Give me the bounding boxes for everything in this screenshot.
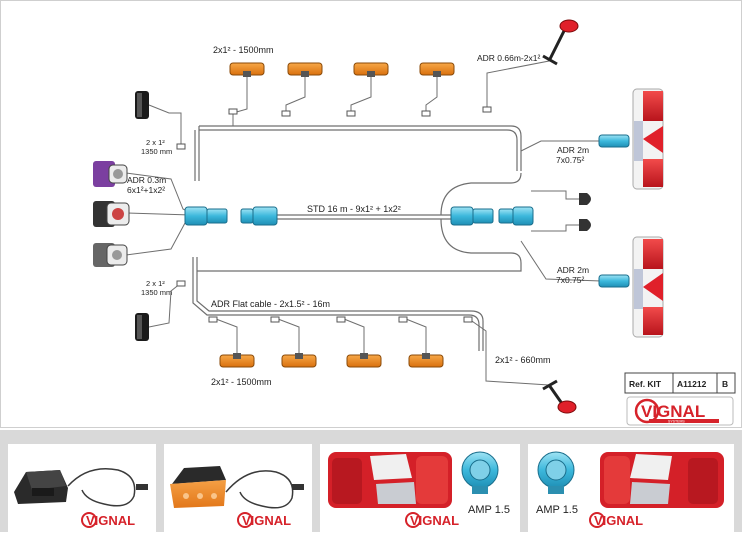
logo-text: VIGNAL (410, 513, 459, 528)
ref-kit-box: Ref. KIT A11212 B (624, 372, 736, 394)
marker-lamp-icon (346, 353, 382, 368)
tail-light-left-photo (328, 451, 499, 508)
left-bottom-lamp-icon (135, 313, 149, 341)
trunk-connector-left-icon (184, 206, 278, 226)
trunk-connector-right-icon (450, 206, 534, 226)
label-bottom-right: 2x1² - 660mm (495, 355, 551, 365)
ref-kit-rev: B (722, 379, 728, 389)
amp-connector-icon (537, 451, 575, 494)
adr-lamp-bottom-icon (542, 379, 577, 414)
marker-lamp-icon (408, 353, 444, 368)
bottom-marker-wires (215, 318, 550, 386)
black-marker-photo (14, 468, 148, 507)
bottom-marker-lamps (219, 353, 444, 368)
product-card-tail-right: AMP 1.5 VIGNAL (528, 444, 734, 532)
tail-light-bottom-icon (632, 236, 664, 338)
vignal-logo-small: VIGNAL (81, 512, 135, 528)
logo-text: VIGNAL (594, 513, 643, 528)
orange-marker-photo (170, 466, 304, 509)
dark-connector-icon (579, 193, 591, 205)
top-wire-plugs (176, 106, 492, 150)
product-card-orange-marker: VIGNAL (164, 444, 312, 532)
bottom-wire-plugs (176, 280, 473, 323)
label-left-top-2: 1350 mm (141, 147, 172, 156)
label-left-bottom-2: 1350 mm (141, 288, 172, 297)
adr-socket-icon (93, 161, 128, 187)
amp-label-right: AMP 1.5 (536, 504, 578, 516)
marker-lamp-icon (229, 62, 265, 77)
marker-lamp-icon (281, 353, 317, 368)
label-std-trunk: STD 16 m - 9x1² + 1x2² (307, 204, 401, 214)
tail-light-top-icon (632, 88, 664, 190)
label-adr-right-top-2: 7x0.75² (556, 155, 585, 165)
product-card-black-marker: VIGNAL (8, 444, 156, 532)
label-bottom-markers: 2x1² - 1500mm (211, 377, 272, 387)
dark-connector-icon (579, 219, 591, 231)
label-left-bottom-1: 2 x 1² (146, 279, 165, 288)
wiring-diagram: 2x1² - 1500mm ADR 0.66m-2x1² 2 x 1² 1350… (0, 0, 742, 428)
marker-lamp-icon (419, 62, 455, 77)
product-strip: VIGNAL VIGNAL (0, 430, 742, 532)
right-wires (520, 140, 602, 282)
top-marker-lamps (229, 62, 455, 77)
top-marker-wires (232, 77, 438, 126)
label-adr-socket-1: ADR 0.3m (127, 175, 166, 185)
left-top-lamp-icon (135, 91, 149, 119)
marker-lamp-icon (219, 353, 255, 368)
adr-top-wire (486, 38, 562, 109)
amp-connector-icon (461, 451, 499, 494)
label-adr-right-bottom-2: 7x0.75² (556, 275, 585, 285)
vignal-logo-small: VIGNAL (405, 512, 459, 528)
socket-bottom-icon (93, 243, 128, 267)
label-adr-flat: ADR Flat cable - 2x1.5² - 16m (211, 299, 330, 309)
logo-text: VIGNAL (86, 513, 135, 528)
vignal-logo-small: VIGNAL (589, 512, 643, 528)
marker-lamp-icon (353, 62, 389, 77)
tail-light-right-photo (537, 451, 724, 508)
tail-connector-bottom-icon (598, 274, 630, 288)
label-top-markers: 2x1² - 1500mm (213, 45, 274, 55)
ref-kit-label: Ref. KIT (629, 379, 662, 389)
vignal-logo-subtext: SYSTEMS (668, 420, 685, 424)
logo-text: VIGNAL (242, 513, 291, 528)
ref-kit-code: A11212 (677, 379, 707, 389)
label-left-top-1: 2 x 1² (146, 138, 165, 147)
diagram-canvas: 2x1² - 1500mm ADR 0.66m-2x1² 2 x 1² 1350… (93, 19, 736, 426)
label-adr-socket-2: 6x1²+1x2² (127, 185, 165, 195)
socket-middle-icon (93, 201, 130, 227)
amp-label-left: AMP 1.5 (468, 504, 510, 516)
vignal-logo: VIGNAL SYSTEMS (626, 396, 734, 426)
label-adr-right-top-1: ADR 2m (557, 145, 589, 155)
vignal-logo-text: VIGNAL (641, 402, 705, 421)
product-card-tail-left: AMP 1.5 VIGNAL (320, 444, 520, 532)
adr-lamp-top-icon (542, 19, 579, 66)
marker-lamp-icon (287, 62, 323, 77)
vignal-logo-small: VIGNAL (237, 512, 291, 528)
label-adr-right-bottom-1: ADR 2m (557, 265, 589, 275)
tail-connector-top-icon (598, 134, 630, 148)
label-adr-top: ADR 0.66m-2x1² (477, 53, 540, 63)
